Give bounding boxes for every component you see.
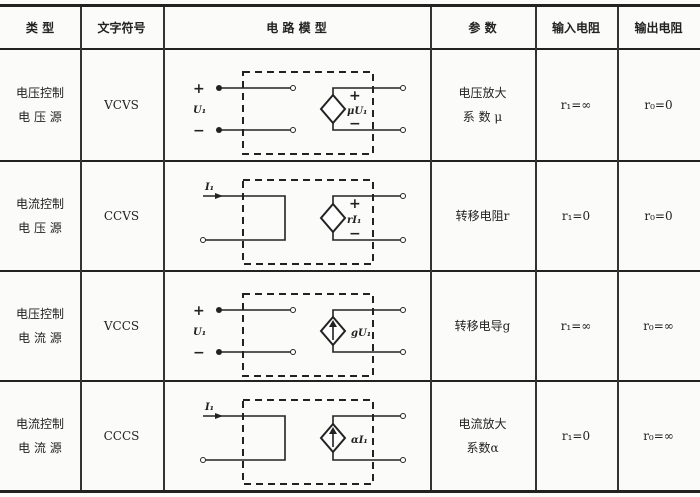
rin-cell: r₁=0 [535, 162, 617, 270]
symbol-cell-line: CCVS [103, 209, 140, 223]
dashed-boundary [242, 71, 374, 155]
control-label: U₁ [193, 327, 206, 338]
param-cell: 电压放大系 数 μ [430, 50, 535, 160]
param-cell-line: 电压放大 [458, 86, 507, 100]
column-rule [163, 7, 165, 490]
rout-cell: r₀=0 [617, 162, 700, 270]
header-circuit: 电 路 模 型 [266, 20, 327, 35]
plus-sign: + [349, 88, 361, 104]
header-rout: 输出电阻 [634, 20, 683, 35]
symbol-cell-line: VCCS [103, 319, 140, 333]
rin-cell-line: r₁=0 [561, 429, 591, 443]
type-cell: 电压控制电 压 源 [0, 50, 80, 160]
type-cell-line: 电压控制 [15, 86, 64, 100]
column-rule [617, 7, 619, 490]
param-cell: 转移电导g [430, 272, 535, 380]
rout-cell: r₀=∞ [617, 382, 700, 490]
control-label: I₁ [204, 182, 214, 193]
type-cell-line: 电 压 源 [18, 110, 62, 124]
plus-sign: + [193, 81, 205, 97]
header-type: 类 型 [25, 20, 55, 35]
control-label: I₁ [204, 402, 214, 413]
source-label: αI₁ [351, 435, 368, 446]
param-cell-line: 转移电阻r [455, 209, 510, 223]
dashed-boundary [242, 293, 374, 377]
rin-cell: r₁=0 [535, 382, 617, 490]
minus-sign: − [193, 123, 205, 139]
rin-cell-line: r₁=0 [561, 209, 591, 223]
rin-cell: r₁=∞ [535, 50, 617, 160]
source-label: rI₁ [347, 215, 361, 226]
type-cell-line: 电 流 源 [18, 331, 62, 345]
rout-cell: r₀=∞ [617, 272, 700, 380]
column-rule [430, 7, 432, 490]
row-rule [0, 160, 700, 162]
circuit-model-vcvs: +−U₁+−μU₁ [193, 71, 406, 155]
rin-cell-line: r₁=∞ [560, 319, 592, 333]
rin-cell: r₁=∞ [535, 272, 617, 380]
type-cell: 电压控制电 流 源 [0, 272, 80, 380]
type-cell-line: 电压控制 [15, 307, 64, 321]
rout-cell-line: r₀=0 [644, 98, 673, 112]
symbol-cell: CCCS [80, 382, 163, 490]
symbol-cell: VCCS [80, 272, 163, 380]
column-rule [80, 7, 82, 490]
minus-sign: − [193, 345, 205, 361]
symbol-cell: VCVS [80, 50, 163, 160]
symbol-cell: CCVS [80, 162, 163, 270]
param-cell: 转移电阻r [430, 162, 535, 270]
column-rule [535, 7, 537, 490]
rout-cell: r₀=0 [617, 50, 700, 160]
control-label: U₁ [193, 105, 206, 116]
plus-sign: + [349, 196, 361, 212]
symbol-cell-line: CCCS [103, 429, 140, 443]
header-param: 参 数 [468, 20, 497, 35]
controlled-source-icon [319, 93, 347, 125]
controlled-source-icon [319, 202, 347, 234]
source-label: gU₁ [351, 328, 371, 339]
rin-cell-line: r₁=∞ [560, 98, 592, 112]
circuit-model-vccs: + − U₁ gU₁ [193, 293, 406, 377]
table-top-rule [0, 4, 700, 7]
type-cell-line: 电流控制 [15, 417, 64, 431]
param-cell-line: 电流放大 [458, 417, 507, 431]
header-rin: 输入电阻 [551, 20, 600, 35]
type-cell-line: 电 压 源 [18, 221, 62, 235]
source-label: μU₁ [347, 106, 367, 117]
param-cell-line: 系 数 μ [462, 110, 503, 124]
dashed-boundary [242, 179, 374, 265]
minus-sign: − [349, 226, 361, 242]
type-cell-line: 电流控制 [15, 197, 64, 211]
type-cell: 电流控制电 压 源 [0, 162, 80, 270]
param-cell: 电流放大系数α [430, 382, 535, 490]
circuit-model-cccs: I₁ αI₁ [200, 399, 406, 485]
type-cell: 电流控制电 流 源 [0, 382, 80, 490]
header-rule [0, 48, 700, 50]
header-symbol: 文字符号 [97, 20, 146, 35]
type-cell-line: 电 流 源 [18, 441, 62, 455]
param-cell-line: 系数α [466, 441, 499, 455]
row-rule [0, 270, 700, 272]
symbol-cell-line: VCVS [104, 98, 139, 112]
rout-cell-line: r₀=∞ [643, 429, 674, 443]
row-rule [0, 380, 700, 382]
circuit-model-ccvs: I₁ + −rI₁ [200, 179, 406, 265]
plus-sign: + [193, 303, 205, 319]
rout-cell-line: r₀=∞ [643, 319, 674, 333]
minus-sign: − [349, 116, 361, 132]
dashed-boundary [242, 399, 374, 485]
param-cell-line: 转移电导g [454, 319, 511, 333]
rout-cell-line: r₀=0 [644, 209, 673, 223]
table-bottom-rule [0, 490, 700, 493]
